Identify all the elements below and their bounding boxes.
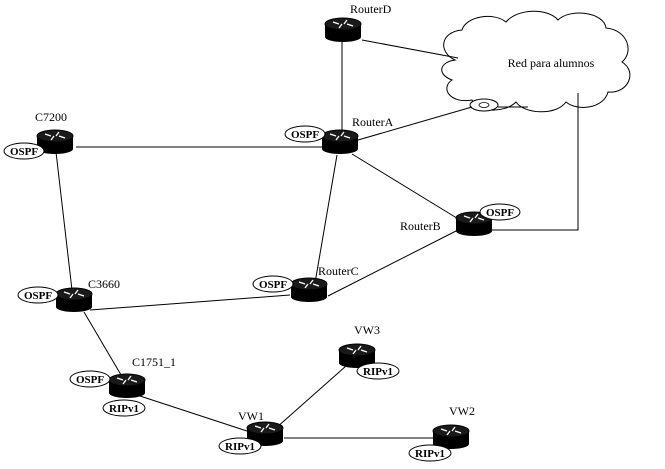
router-label: VW3 [354, 323, 380, 337]
link-routerd-cloud [361, 39, 459, 59]
svg-text:RIPv1: RIPv1 [109, 403, 139, 415]
link-c3660-c1751 [83, 311, 125, 381]
svg-text:OSPF: OSPF [10, 146, 38, 158]
rip-badge-vw3: RIPv1 [356, 362, 400, 380]
rip-badge-vw2: RIPv1 [408, 444, 452, 462]
router-label: RouterB [400, 219, 441, 233]
router-label: C7200 [35, 110, 67, 124]
router-label: RouterC [318, 264, 359, 278]
router-c1751[interactable]: C1751_1 [108, 355, 176, 399]
router-label: VW1 [238, 409, 264, 423]
ospf-badge-routerb: OSPF [479, 203, 521, 221]
cloud-label: Red para alumnos [508, 56, 595, 70]
router-label: C3660 [88, 277, 120, 291]
ospf-badge-c3660: OSPF [17, 286, 59, 304]
router-vw1[interactable]: VW1 [238, 409, 284, 447]
ospf-badge-c7200: OSPF [3, 142, 45, 160]
link-c3660-routerc [89, 294, 291, 311]
svg-text:OSPF: OSPF [291, 129, 319, 141]
links [55, 39, 579, 439]
router-routerb[interactable]: RouterB [400, 211, 493, 237]
router-label: RouterD [350, 2, 392, 16]
ospf-badge-c1751: OSPF [69, 370, 111, 388]
ospf-badge-routerc: OSPF [252, 275, 294, 293]
rip-badge-vw1: RIPv1 [218, 437, 262, 455]
student-network-cloud: Red para alumnos [441, 10, 631, 113]
svg-text:OSPF: OSPF [24, 290, 52, 302]
router-label: C1751_1 [132, 355, 176, 369]
rip-badge-c1751: RIPv1 [102, 399, 146, 417]
protocol-badges: OSPF OSPF OSPF OSPF OSPF OSPF RIPv1 RIP [3, 125, 521, 462]
link-routera-cloud [357, 106, 473, 141]
router-c3660[interactable]: C3660 [55, 277, 120, 313]
router-label: RouterA [352, 115, 394, 129]
link-routerc-routerb [327, 229, 459, 297]
svg-text:OSPF: OSPF [259, 279, 287, 291]
svg-text:RIPv1: RIPv1 [415, 448, 445, 460]
router-vw3[interactable]: VW3 [338, 323, 380, 369]
link-routera-routerc [314, 154, 338, 284]
router-label: VW2 [449, 404, 475, 418]
svg-text:RIPv1: RIPv1 [225, 441, 255, 453]
link-routera-routerb [351, 153, 461, 221]
link-routerb-cloud [490, 93, 579, 231]
link-vw1-vw3 [275, 365, 347, 429]
router-routerc[interactable]: RouterC [290, 264, 359, 303]
svg-text:OSPF: OSPF [76, 374, 104, 386]
link-c7200-c3660 [55, 151, 73, 291]
svg-text:RIPv1: RIPv1 [363, 366, 393, 378]
ospf-badge-routera: OSPF [284, 125, 326, 143]
router-vw2[interactable]: VW2 [432, 404, 475, 450]
link-c1751-vw1 [139, 395, 251, 433]
router-c7200[interactable]: C7200 [35, 110, 74, 155]
router-routera[interactable]: RouterA [321, 115, 394, 155]
router-routerd[interactable]: RouterD [324, 2, 392, 43]
svg-text:OSPF: OSPF [486, 207, 514, 219]
